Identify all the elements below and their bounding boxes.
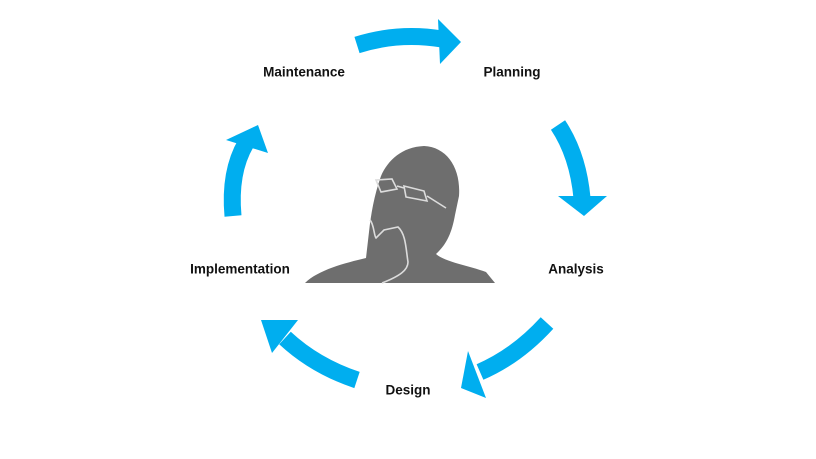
stage-label-analysis: Analysis (548, 261, 604, 277)
arrowhead-icon (261, 320, 298, 353)
arrow-implementation-to-maintenance (223, 138, 254, 217)
stage-label-planning: Planning (483, 64, 541, 80)
stage-label-implementation: Implementation (190, 261, 290, 277)
arrowhead-icon (461, 351, 486, 398)
arrowhead-icon (438, 19, 461, 64)
thinking-person-icon (305, 146, 495, 284)
arrow-design-to-implementation (279, 331, 360, 389)
arrow-analysis-to-design (476, 317, 554, 380)
arrow-maintenance-to-planning (354, 28, 444, 54)
stage-label-maintenance: Maintenance (263, 64, 345, 80)
arrowhead-icon (226, 125, 268, 153)
stage-label-design: Design (385, 382, 431, 398)
arrow-planning-to-analysis (550, 120, 591, 199)
arrowhead-icon (558, 196, 607, 216)
